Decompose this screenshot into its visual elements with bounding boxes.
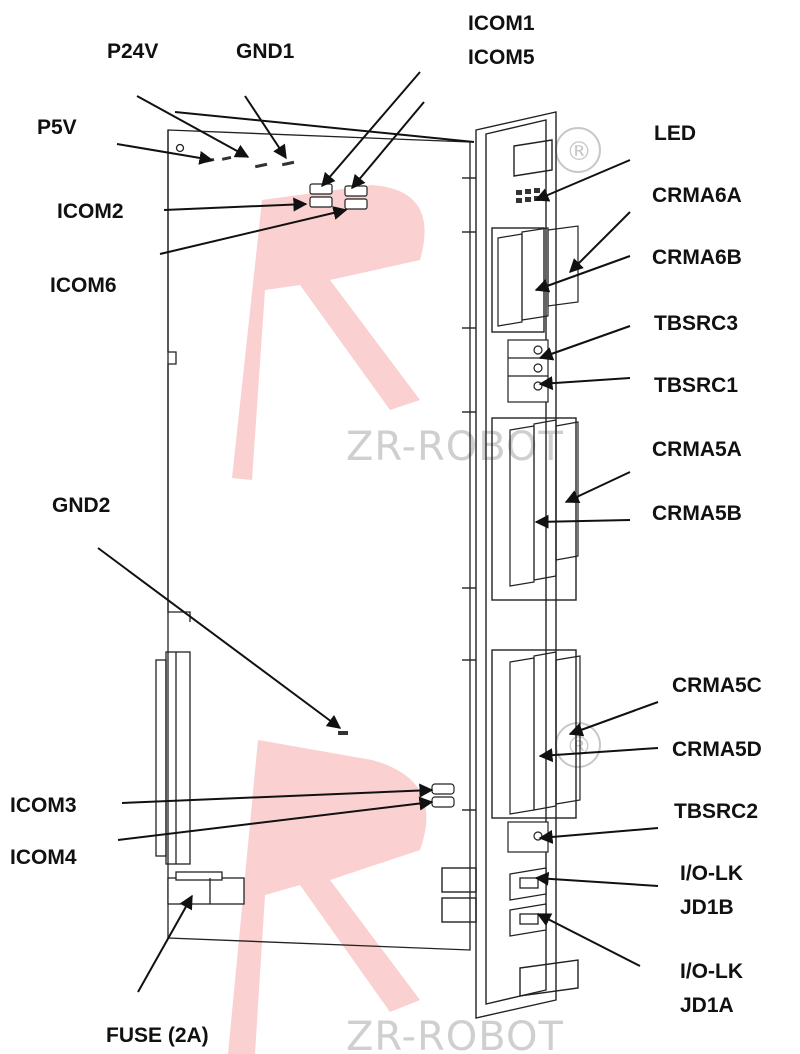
edge-connector	[155, 651, 191, 865]
label-tbsrc3: TBSRC3	[654, 312, 738, 335]
watermark-r-bottom	[228, 740, 427, 1054]
label-p5v: P5V	[37, 116, 77, 139]
label-icom6: ICOM6	[50, 274, 117, 297]
test-pins-top	[204, 155, 295, 169]
label-fuse: FUSE (2A)	[106, 1024, 209, 1047]
label-crma5b: CRMA5B	[652, 502, 742, 525]
label-io-lk-2: I/O-LK	[680, 960, 743, 983]
watermark	[228, 185, 427, 1054]
label-crma6b: CRMA6B	[652, 246, 742, 269]
faceplate	[441, 111, 579, 1019]
gnd2-pin	[338, 731, 348, 735]
label-led: LED	[654, 122, 696, 145]
svg-text:®: ®	[566, 732, 592, 762]
label-icom4: ICOM4	[10, 846, 77, 869]
watermark-r-top	[232, 185, 425, 480]
crma5cd-connectors	[509, 651, 581, 815]
label-icom5: ICOM5	[468, 46, 535, 69]
leader-arrows	[97, 71, 659, 993]
mount-hole-icon	[175, 143, 185, 153]
label-p24v: P24V	[107, 40, 158, 63]
label-icom1: ICOM1	[468, 12, 535, 35]
label-gnd1: GND1	[236, 40, 295, 63]
watermark-text-top: ZR-ROBOT	[346, 424, 564, 470]
label-crma5d: CRMA5D	[672, 738, 762, 761]
label-jd1a: JD1A	[680, 994, 734, 1017]
label-gnd2: GND2	[52, 494, 110, 517]
watermark-text-bottom: ZR-ROBOT	[346, 1014, 564, 1054]
label-tbsrc2: TBSRC2	[674, 800, 758, 823]
label-crma5a: CRMA5A	[652, 438, 742, 461]
crma6-connectors	[497, 225, 579, 327]
pcb-board	[155, 129, 471, 951]
label-crma5c: CRMA5C	[672, 674, 762, 697]
fuse	[167, 871, 245, 905]
label-jd1b: JD1B	[680, 896, 734, 919]
labels: ICOM1 ICOM5 P24V GND1 P5V ICOM2 ICOM6 GN…	[10, 12, 762, 1047]
tbsrc-terminal-block	[507, 339, 549, 403]
svg-text:®: ®	[566, 137, 592, 167]
label-crma6a: CRMA6A	[652, 184, 742, 207]
label-icom2: ICOM2	[57, 200, 124, 223]
label-io-lk-1: I/O-LK	[680, 862, 743, 885]
crma5ab-connectors	[509, 419, 579, 587]
label-icom3: ICOM3	[10, 794, 77, 817]
icom-switches-bottom	[431, 783, 455, 808]
label-tbsrc1: TBSRC1	[654, 374, 738, 397]
